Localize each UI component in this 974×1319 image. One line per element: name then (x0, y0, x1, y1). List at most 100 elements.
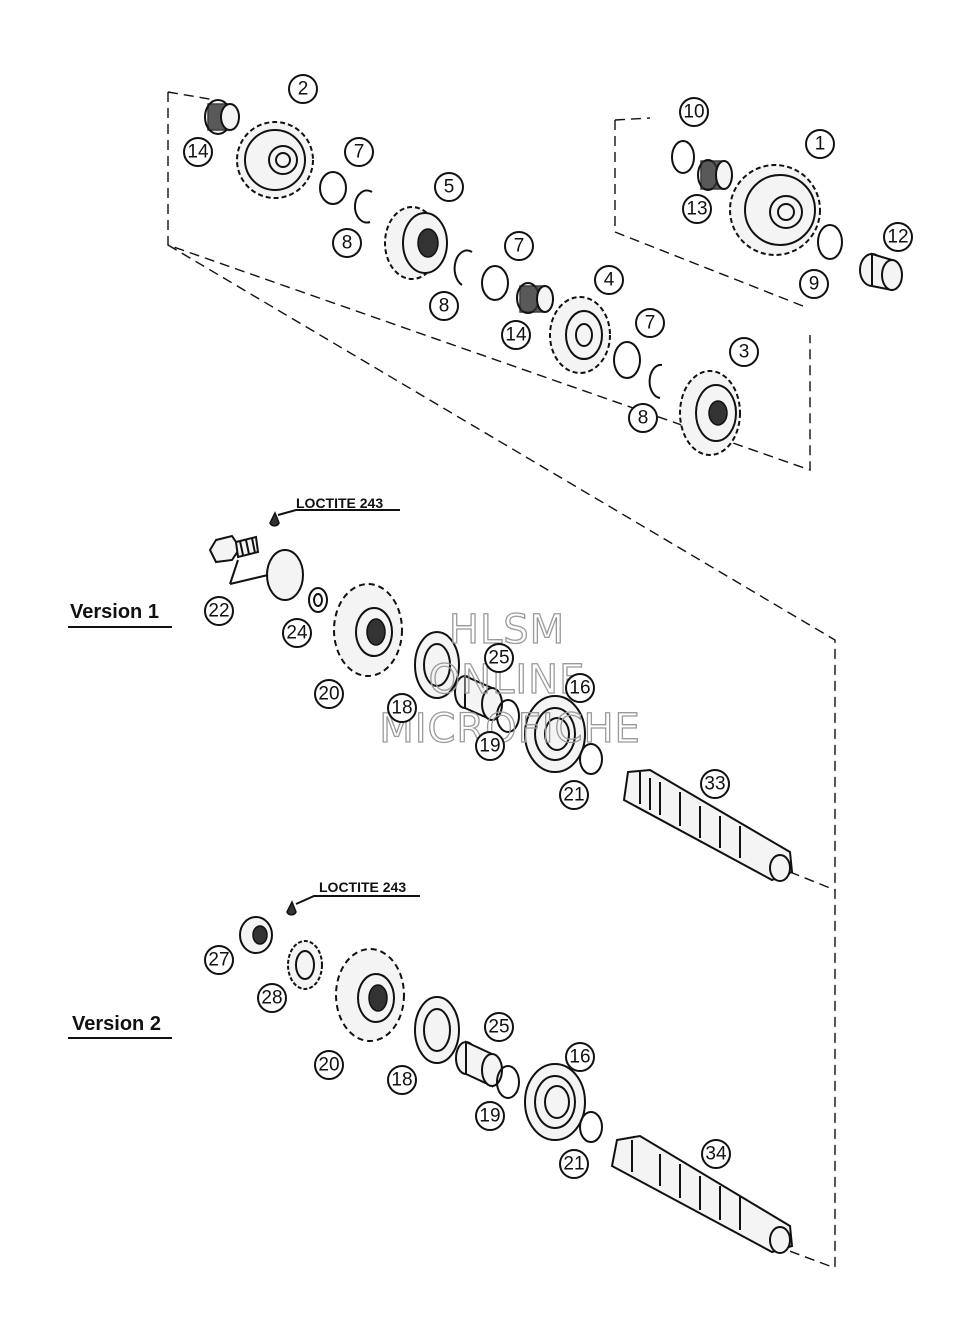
callout-8-b: 8 (429, 291, 459, 321)
washer-7-a (319, 171, 347, 205)
callout-24: 24 (282, 618, 312, 648)
washer-21-v2 (579, 1111, 603, 1143)
svg-text:9: 9 (809, 274, 820, 295)
callout-7-a: 7 (344, 137, 374, 167)
bushing-12 (859, 252, 903, 292)
svg-text:25: 25 (488, 1017, 509, 1038)
callout-18-a: 18 (387, 693, 417, 723)
svg-text:20: 20 (318, 684, 339, 705)
callout-13: 13 (682, 194, 712, 224)
callout-18-b: 18 (387, 1065, 417, 1095)
svg-text:34: 34 (705, 1144, 727, 1165)
version-2-label: Version 2 (72, 1013, 161, 1035)
callout-5: 5 (434, 172, 464, 202)
nut-27 (239, 916, 273, 954)
callout-7-b: 7 (504, 231, 534, 261)
svg-text:18: 18 (391, 698, 412, 719)
watermark-line-3: MICROFICHE (379, 706, 641, 752)
callout-21-a: 21 (559, 780, 589, 810)
needle-bearing-14-upper (204, 99, 240, 135)
callout-3: 3 (729, 337, 759, 367)
washer-22 (266, 549, 304, 601)
leader-lines (229, 559, 269, 585)
svg-text:5: 5 (444, 177, 455, 198)
callout-19-a: 19 (475, 731, 505, 761)
svg-text:14: 14 (505, 325, 527, 346)
svg-text:19: 19 (479, 1106, 500, 1127)
svg-text:8: 8 (342, 233, 353, 254)
dashed-outlines (167, 91, 836, 1269)
bearing-16-v1 (524, 695, 586, 773)
svg-text:24: 24 (286, 623, 308, 644)
bushing-25-v2 (455, 1040, 503, 1088)
washer-7-c (613, 341, 641, 379)
washer-7-b (481, 265, 509, 301)
svg-text:3: 3 (739, 342, 750, 363)
callout-21-b: 21 (559, 1149, 589, 1179)
callout-20-b: 20 (314, 1050, 344, 1080)
gear-1 (729, 164, 821, 256)
callout-22: 22 (204, 596, 234, 626)
callout-7-c: 7 (635, 308, 665, 338)
circlip-8-b (453, 249, 473, 286)
washer-10 (671, 140, 695, 174)
seal-18-v1 (414, 631, 460, 699)
callout-19-b: 19 (475, 1101, 505, 1131)
sprocket-20-v1 (333, 583, 403, 677)
svg-text:28: 28 (261, 988, 282, 1009)
svg-text:20: 20 (318, 1055, 339, 1076)
callout-14-a: 14 (183, 137, 213, 167)
callout-16-a: 16 (565, 673, 595, 703)
callout-1: 1 (805, 129, 835, 159)
svg-text:8: 8 (638, 408, 649, 429)
svg-text:7: 7 (514, 236, 525, 257)
circlip-8-c (648, 363, 663, 399)
svg-text:22: 22 (208, 601, 229, 622)
gear-2 (236, 121, 314, 199)
loctite-drop-v1 (269, 509, 400, 527)
gear-4 (549, 296, 611, 374)
gear-5 (384, 206, 448, 280)
callout-8-a: 8 (332, 228, 362, 258)
svg-text:14: 14 (187, 142, 209, 163)
svg-text:33: 33 (704, 774, 725, 795)
callout-9: 9 (799, 269, 829, 299)
svg-text:18: 18 (391, 1070, 412, 1091)
washer-24 (308, 587, 328, 613)
callout-12: 12 (883, 222, 913, 252)
callout-10: 10 (679, 97, 709, 127)
callout-20-a: 20 (314, 679, 344, 709)
svg-text:25: 25 (488, 648, 509, 669)
svg-text:8: 8 (439, 296, 450, 317)
callout-14-b: 14 (501, 320, 531, 350)
washer-9 (817, 224, 843, 260)
callout-33: 33 (700, 769, 730, 799)
callout-2: 2 (288, 74, 318, 104)
circlip-8-a (353, 189, 373, 224)
callout-34: 34 (701, 1139, 731, 1169)
svg-text:16: 16 (569, 1047, 590, 1068)
seal-18-v2 (414, 996, 460, 1064)
callout-25-a: 25 (484, 643, 514, 673)
svg-text:21: 21 (563, 785, 584, 806)
loctite-label-v2: LOCTITE 243 (319, 879, 406, 895)
svg-text:12: 12 (887, 227, 908, 248)
bolt-22 (208, 534, 260, 564)
svg-text:1: 1 (815, 134, 826, 155)
shaft-33 (622, 768, 794, 882)
svg-text:19: 19 (479, 736, 500, 757)
o-ring-19-v2 (496, 1065, 520, 1099)
washer-21-v1 (579, 743, 603, 775)
loctite-label-v1: LOCTITE 243 (296, 495, 383, 511)
callout-8-c: 8 (628, 403, 658, 433)
svg-text:7: 7 (354, 142, 365, 163)
lock-washer-28 (287, 940, 323, 990)
svg-text:10: 10 (683, 102, 704, 123)
callout-4: 4 (594, 265, 624, 295)
version-1-label: Version 1 (70, 601, 159, 623)
sprocket-20-v2 (335, 948, 405, 1042)
callout-16-b: 16 (565, 1042, 595, 1072)
bushing-25-v1 (454, 674, 503, 722)
bearing-16-v2 (524, 1063, 586, 1141)
